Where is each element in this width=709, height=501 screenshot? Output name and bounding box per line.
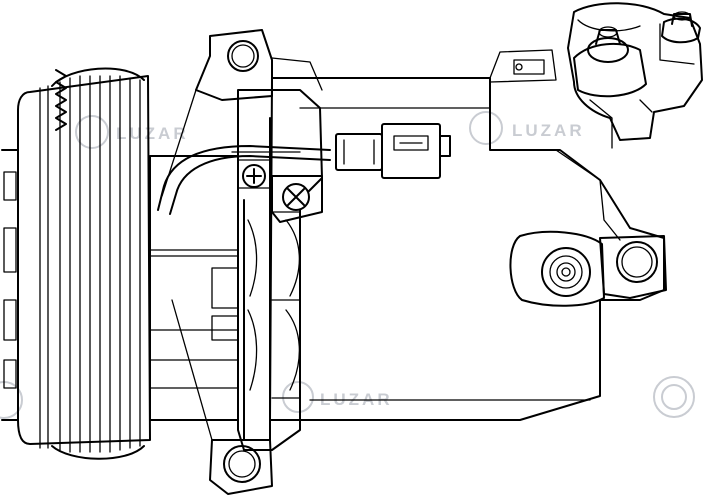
watermark-top: LUZAR [75, 115, 189, 149]
watermark-corner-logo [653, 376, 695, 418]
front-mount-bottom [171, 299, 273, 495]
fitting-suction [573, 42, 647, 98]
watermark-logo-icon [282, 381, 314, 413]
service-port [509, 230, 605, 307]
front-housing [237, 57, 323, 451]
watermark-logo-icon [75, 115, 109, 149]
rear-flange [489, 49, 557, 83]
top-fittings [567, 2, 703, 149]
mount-hole [227, 40, 259, 72]
pulley-grooves [55, 69, 141, 453]
connector-plug [335, 133, 383, 171]
clutch-coil [149, 155, 239, 421]
mount-hole [223, 445, 261, 483]
front-mount-top [161, 29, 273, 197]
watermark-right: LUZAR [469, 111, 585, 145]
pulley [17, 67, 151, 460]
fitting-block [567, 2, 703, 141]
connector [335, 123, 451, 179]
watermark-logo-icon [469, 111, 503, 145]
mount-hole [616, 241, 658, 283]
screw-phillips [237, 159, 271, 189]
rear-mount-ear [599, 235, 667, 299]
compressor-body [269, 49, 665, 421]
screw-clamp [271, 175, 323, 223]
watermark-logo-icon [653, 376, 695, 418]
clutch-plate [1, 149, 19, 421]
connector-socket [381, 123, 441, 179]
watermark-text: LUZAR [116, 124, 189, 143]
watermark-text: LUZAR [512, 121, 585, 140]
housing-outline [269, 77, 665, 421]
